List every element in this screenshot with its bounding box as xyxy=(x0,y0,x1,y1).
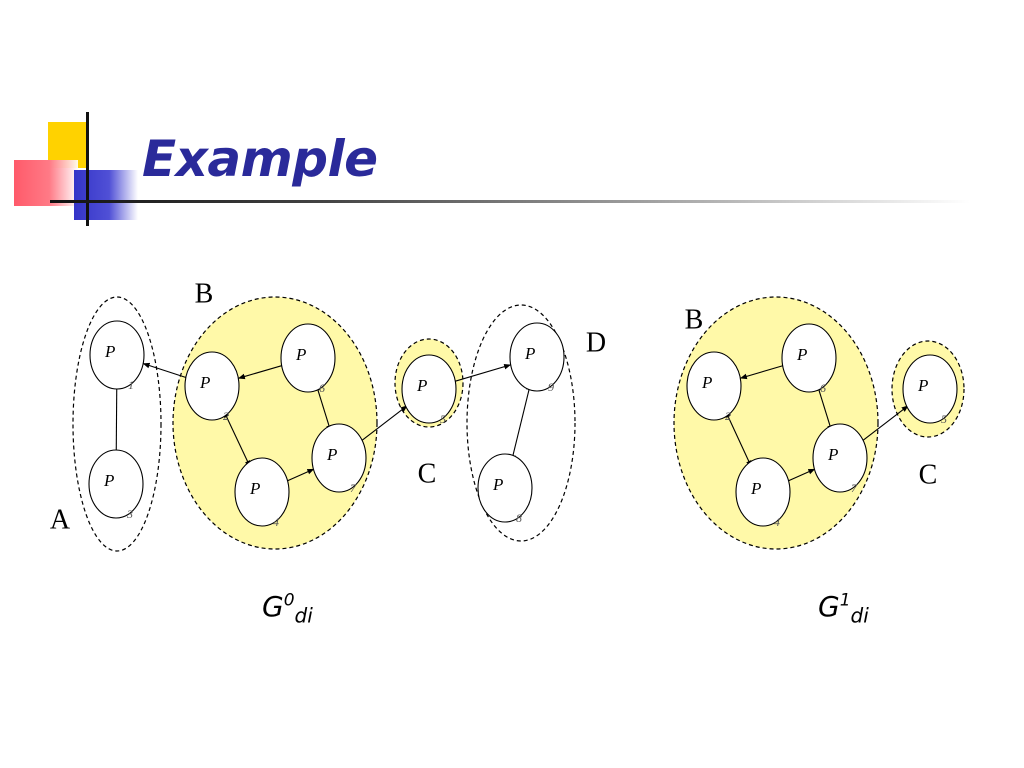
g0-node-p8: P8 xyxy=(477,453,533,525)
g1-node-p7: P7 xyxy=(812,423,868,495)
g0-edge-p6-p7 xyxy=(315,383,332,433)
g0-edge-p6-p2 xyxy=(237,365,283,380)
node-circle xyxy=(234,457,290,527)
graph-caption-g1: G1di xyxy=(818,590,869,628)
node-label: P xyxy=(701,373,712,392)
g0-node-p3: P3 xyxy=(88,449,144,521)
node-subscript: 4 xyxy=(273,515,279,529)
g0-group-a xyxy=(72,296,162,552)
node-circle xyxy=(781,323,837,393)
g0-edge-p2-p1 xyxy=(142,362,187,379)
node-subscript: 3 xyxy=(126,507,133,521)
g0-node-p1: P1 xyxy=(89,320,145,392)
caption-subscript: di xyxy=(850,603,869,628)
g0-node-p7: P7 xyxy=(311,423,367,495)
node-circle xyxy=(509,322,565,392)
node-label: P xyxy=(199,373,210,392)
g1-node-p5: P5 xyxy=(902,354,958,426)
node-subscript: 7 xyxy=(350,481,357,495)
g0-edge-p4-p7 xyxy=(286,468,315,482)
graph-caption-g0: G0di xyxy=(262,590,313,628)
g1-edge-p2-p4 xyxy=(724,410,753,468)
title-underline xyxy=(50,200,970,203)
g1-edge-p6-p2 xyxy=(739,365,784,380)
node-subscript: 1 xyxy=(128,378,134,392)
g1-node-p6: P6 xyxy=(781,323,837,395)
g0-node-p9: P9 xyxy=(509,322,565,394)
node-label: P xyxy=(750,479,761,498)
caption-superscript: 0 xyxy=(283,590,295,611)
node-subscript: 2 xyxy=(725,409,731,423)
g1-edge-p4-p7 xyxy=(787,468,816,482)
node-label: P xyxy=(249,479,260,498)
g0-node-p5: P5 xyxy=(401,354,457,426)
node-circle xyxy=(812,423,868,493)
node-subscript: 6 xyxy=(820,381,826,395)
g0-group-label-c: C xyxy=(418,458,437,489)
node-label: P xyxy=(796,345,807,364)
g0-group-label-d: D xyxy=(586,327,606,358)
g0-edge-p5-p9 xyxy=(454,363,512,382)
node-label: P xyxy=(326,445,337,464)
g1-node-p4: P4 xyxy=(735,457,791,529)
g1-edge-p7-p5 xyxy=(861,404,909,443)
node-label: P xyxy=(827,445,838,464)
g0-node-p4: P4 xyxy=(234,457,290,529)
node-subscript: 9 xyxy=(548,380,554,394)
node-circle xyxy=(311,423,367,493)
g1-edge-p6-p7 xyxy=(816,383,833,433)
node-label: P xyxy=(295,345,306,364)
g0-group-label-a: A xyxy=(50,504,71,535)
node-circle xyxy=(280,323,336,393)
node-subscript: 6 xyxy=(319,381,325,395)
node-circle xyxy=(88,449,144,519)
g0-node-p2: P2 xyxy=(184,351,240,423)
caption-base: G xyxy=(818,590,840,623)
title-decoration-vertical-line xyxy=(86,112,89,226)
node-subscript: 5 xyxy=(941,412,947,426)
g1-group-label-b: B xyxy=(685,304,704,335)
g0-group-d xyxy=(466,304,576,542)
node-label: P xyxy=(104,342,115,361)
node-subscript: 4 xyxy=(774,515,780,529)
title-decoration-red-square xyxy=(14,160,78,206)
node-circle xyxy=(477,453,533,523)
g0-edge-p9-p8 xyxy=(510,383,532,462)
node-subscript: 7 xyxy=(851,481,858,495)
node-circle xyxy=(184,351,240,421)
node-subscript: 8 xyxy=(516,511,522,525)
g0-edge-p2-p4 xyxy=(223,410,251,468)
node-circle xyxy=(686,351,742,421)
g0-node-p6: P6 xyxy=(280,323,336,395)
caption-superscript: 1 xyxy=(839,590,851,611)
node-circle xyxy=(89,320,145,390)
g1-group-label-c: C xyxy=(919,459,938,490)
title-decoration-blue-square xyxy=(74,170,138,220)
g0-edge-p1-p3 xyxy=(113,381,120,458)
node-label: P xyxy=(492,475,503,494)
node-subscript: 5 xyxy=(440,412,446,426)
node-subscript: 2 xyxy=(223,409,229,423)
node-circle xyxy=(735,457,791,527)
node-label: P xyxy=(416,376,427,395)
caption-subscript: di xyxy=(294,603,313,628)
node-label: P xyxy=(524,344,535,363)
node-label: P xyxy=(103,471,114,490)
node-circle xyxy=(401,354,457,424)
g1-node-p2: P2 xyxy=(686,351,742,423)
node-label: P xyxy=(917,376,928,395)
caption-base: G xyxy=(262,590,284,623)
node-circle xyxy=(902,354,958,424)
g0-edge-p7-p5 xyxy=(360,404,408,443)
slide-title: Example xyxy=(142,130,378,188)
g0-group-label-b: B xyxy=(195,278,214,309)
